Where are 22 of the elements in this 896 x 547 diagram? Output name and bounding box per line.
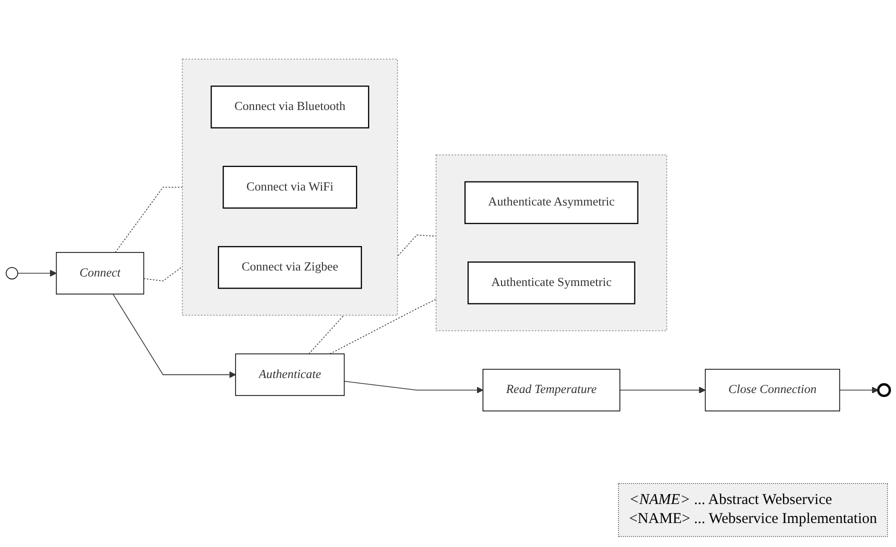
node-circle [6, 267, 18, 280]
node-box: Connect via Bluetooth [210, 86, 370, 128]
node-box: Connect via Zigbee [218, 246, 362, 289]
cluster [436, 154, 668, 332]
node-box: Close Connection [704, 368, 840, 412]
cluster [182, 58, 398, 316]
node-box: Read Temperature [482, 368, 620, 412]
node-box: Connect via WiFi [222, 166, 358, 209]
node-box: Authenticate Symmetric [468, 261, 636, 304]
legend-entry: <NAME> ... Webservice Implementation [629, 511, 877, 528]
connector [143, 266, 183, 282]
node-box: Connect [56, 252, 144, 294]
arrow [344, 380, 484, 394]
connector [114, 186, 183, 253]
node-box: Authenticate Asymmetric [464, 181, 638, 224]
arrow [112, 294, 236, 378]
connector [330, 298, 436, 354]
arrow [619, 386, 706, 394]
arrow [839, 386, 879, 394]
arrow [17, 270, 57, 277]
legend-entry: <NAME> ... Abstract Webservice [629, 492, 834, 509]
node-circle [877, 383, 891, 397]
